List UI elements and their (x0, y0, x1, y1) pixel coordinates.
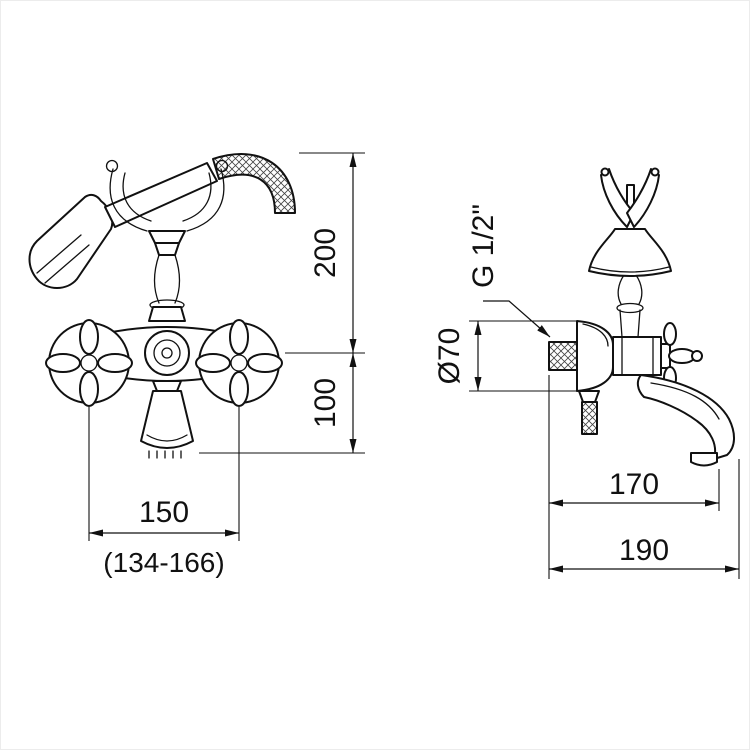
center-boss (144, 330, 190, 376)
aerator-ticks (148, 450, 182, 459)
spout-outlet (690, 452, 718, 467)
top-assembly (588, 167, 672, 338)
top-bell (588, 228, 672, 277)
dim-label-170: 170 (609, 468, 659, 501)
shower-hose (212, 153, 296, 214)
side-view (548, 167, 735, 467)
side-view-dimensions: G 1/2" Ø70 170 190 (433, 204, 740, 579)
thread-leader-line (483, 300, 551, 338)
front-view (28, 153, 296, 459)
shower-head-ribs (36, 234, 90, 284)
shower-head (28, 193, 114, 289)
dim-label-100: 100 (309, 378, 342, 428)
dim-label-d70: Ø70 (433, 328, 466, 385)
top-handle-left-prong (600, 168, 635, 228)
side-spout (636, 374, 735, 467)
hose-connection (578, 390, 600, 435)
dim-label-190: 190 (619, 534, 669, 567)
dim-label-thread: G 1/2" (467, 204, 500, 288)
dim-label-150: 150 (139, 496, 189, 529)
left-cross-handle (45, 319, 133, 407)
dim-label-range: (134-166) (103, 547, 224, 578)
tub-spout (140, 380, 194, 459)
wall-flange (576, 320, 614, 392)
top-handle-right-prong (626, 168, 660, 228)
column (148, 242, 186, 322)
dim-label-200: 200 (309, 228, 342, 278)
right-cross-handle (195, 319, 283, 407)
front-view-dimensions: 200 100 150 (134-166) (88, 152, 365, 578)
side-cross-handle (660, 322, 703, 390)
side-body (612, 336, 662, 376)
wall-thread-nipple (548, 341, 578, 371)
